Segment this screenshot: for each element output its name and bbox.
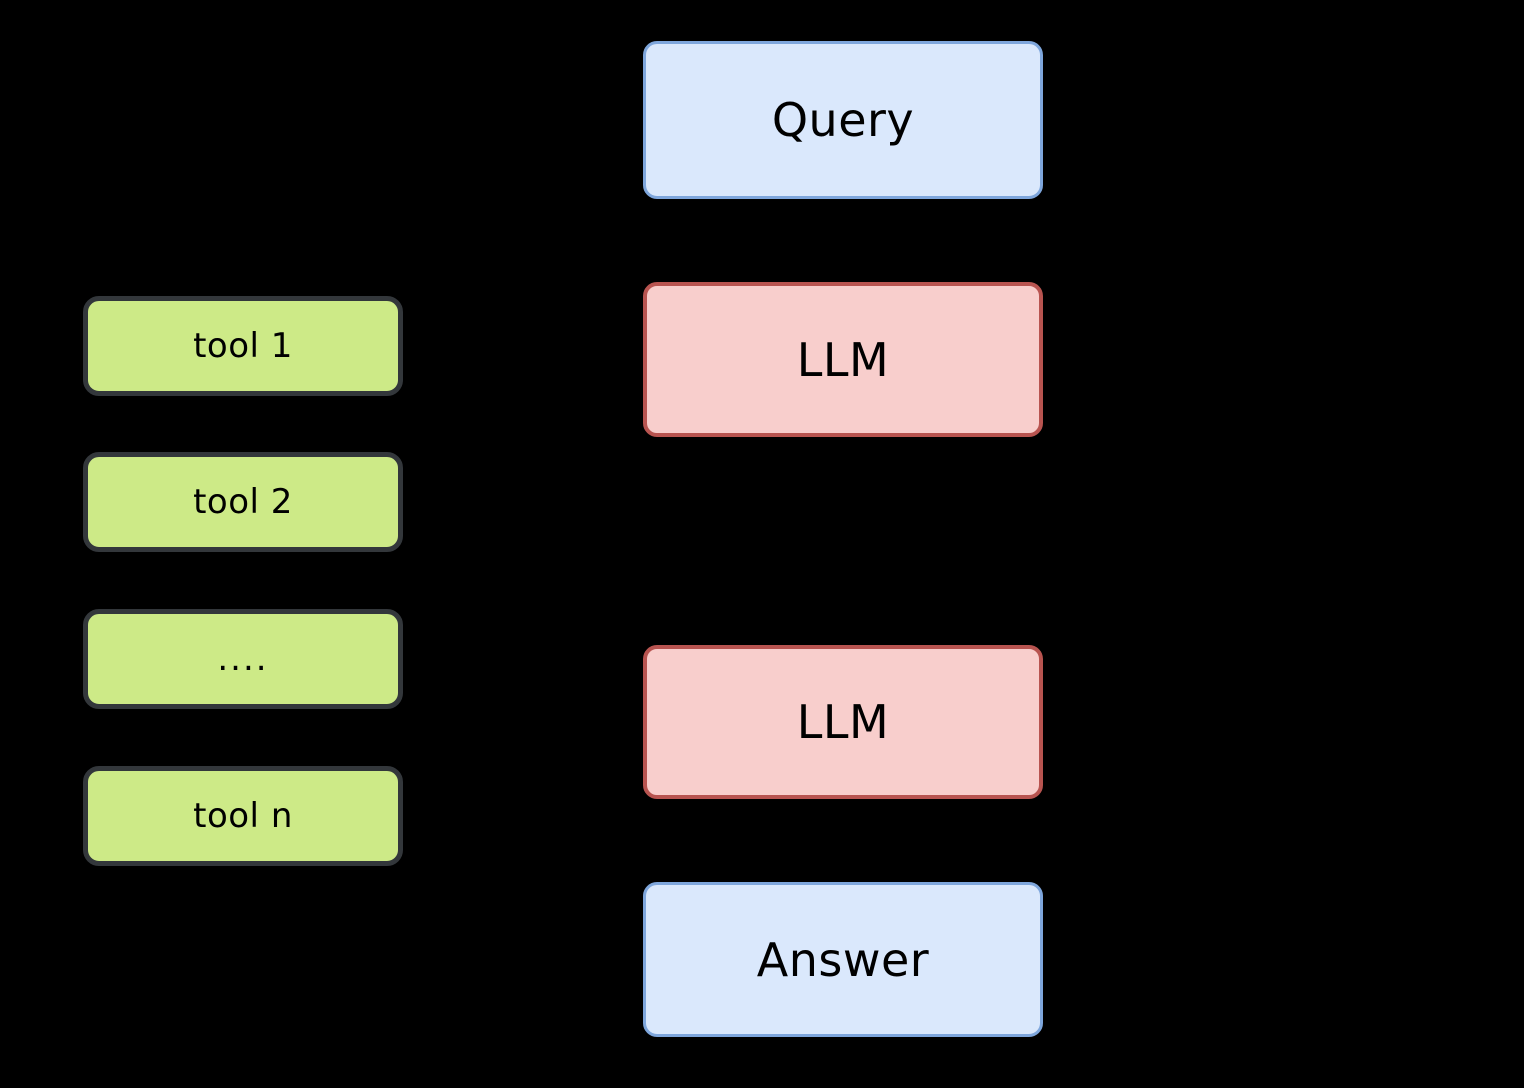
- node-llm-first-label: LLM: [796, 332, 890, 387]
- edge-tools-to-llm1: [403, 344, 643, 362]
- node-answer[interactable]: Answer: [643, 882, 1043, 1037]
- node-answer-label: Answer: [756, 932, 930, 987]
- node-tool-n[interactable]: tool n: [83, 766, 403, 866]
- node-tool-1[interactable]: tool 1: [83, 296, 403, 396]
- node-query-label: Query: [771, 93, 915, 147]
- node-tool-2[interactable]: tool 2: [83, 452, 403, 552]
- node-query[interactable]: Query: [643, 41, 1043, 199]
- node-llm-first[interactable]: LLM: [643, 282, 1043, 437]
- node-tool-ellipsis[interactable]: ....: [83, 609, 403, 709]
- node-llm-second-label: LLM: [796, 695, 890, 749]
- node-tool-2-label: tool 2: [193, 482, 293, 522]
- node-tool-ellipsis-label: ....: [217, 639, 269, 679]
- node-tool-n-label: tool n: [193, 796, 293, 836]
- node-llm-second[interactable]: LLM: [643, 645, 1043, 799]
- edge-tools-to-llm2: [403, 720, 643, 818]
- node-tool-1-label: tool 1: [193, 326, 293, 366]
